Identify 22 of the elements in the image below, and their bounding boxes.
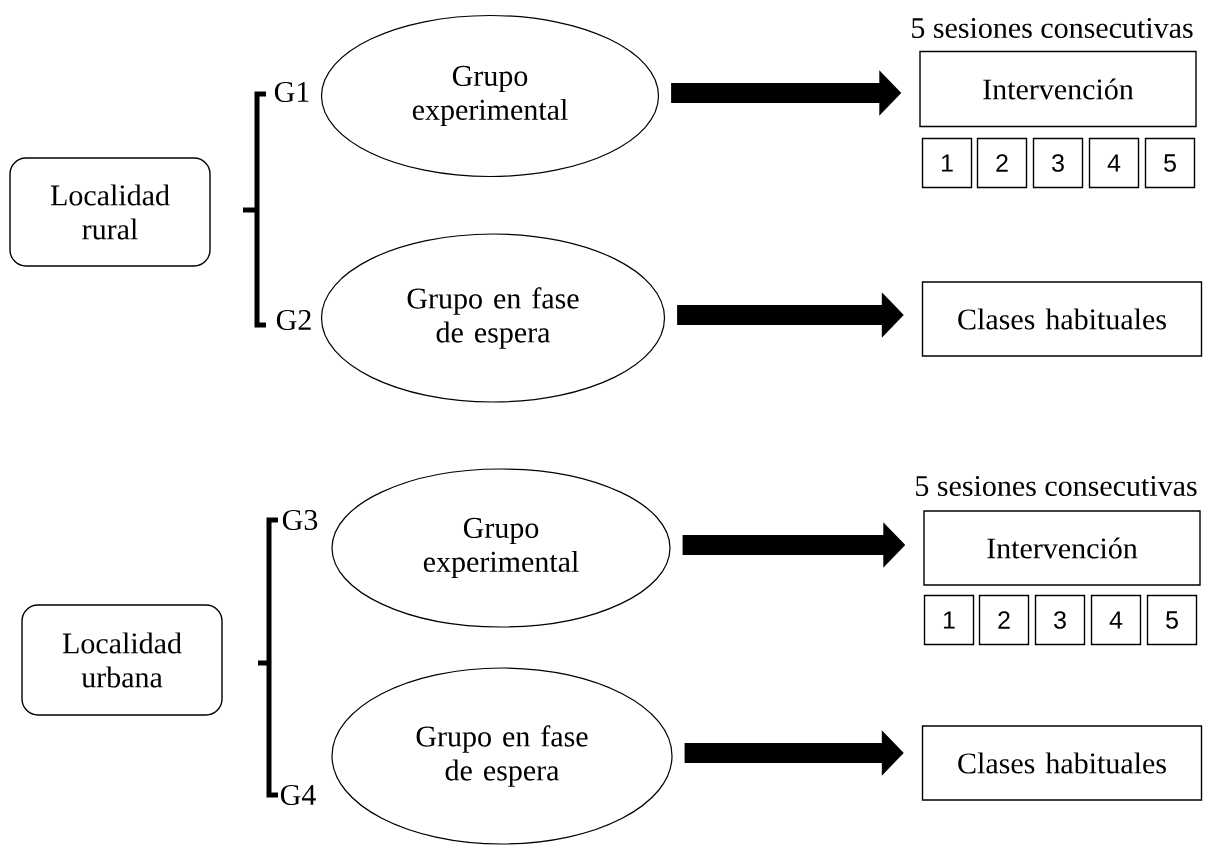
session-box: 1 — [921, 137, 973, 189]
process-box: Intervención — [923, 510, 1201, 586]
session-box: 5 — [1146, 594, 1198, 646]
rounded-box: Localidad urbana — [21, 604, 223, 716]
session-box: 3 — [1034, 594, 1086, 646]
session-box: 4 — [1090, 594, 1142, 646]
session-box: 5 — [1144, 137, 1196, 189]
session-box: 4 — [1088, 137, 1140, 189]
rounded-box: Localidad rural — [9, 157, 211, 267]
side-label: 5 sesiones consecutivas — [912, 17, 1193, 39]
side-label: G4 — [280, 784, 316, 806]
side-label: 5 sesiones consecutivas — [916, 475, 1197, 497]
process-box: Clases habituales — [921, 281, 1203, 357]
session-box: 3 — [1032, 137, 1084, 189]
process-box: Clases habituales — [921, 725, 1203, 801]
session-box: 2 — [978, 594, 1030, 646]
side-label: G1 — [274, 81, 309, 103]
session-box: 2 — [976, 137, 1028, 189]
side-label: G3 — [282, 509, 318, 531]
process-box: Intervención — [919, 50, 1197, 128]
side-label: G2 — [276, 309, 311, 331]
session-box: 1 — [923, 594, 975, 646]
